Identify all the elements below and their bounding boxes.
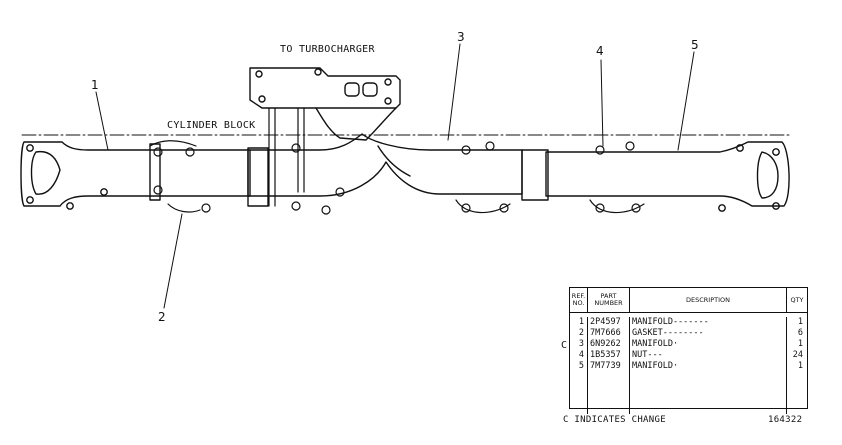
parts-table: REF. NO. PART NUMBER DESCRIPTION QTY 1 2… <box>569 287 808 414</box>
turbocharger-flange <box>249 67 401 109</box>
row-description: NUT--- <box>630 350 787 361</box>
row-part-number: 6N9262 <box>588 339 630 350</box>
table-row: 5 7M7739 MANIFOLD· 1 <box>570 361 807 372</box>
left-manifold <box>20 141 251 210</box>
center-manifold <box>247 133 523 197</box>
table-row: 1 2P4597 MANIFOLD------- 1 <box>570 317 807 328</box>
row-part-number: 2P4597 <box>588 317 630 328</box>
table-row: 4 1B5357 NUT--- 24 <box>570 350 807 361</box>
callout-5: 5 <box>691 38 699 52</box>
header-part-number: PART NUMBER <box>588 288 630 312</box>
change-marker: C <box>561 340 568 351</box>
table-empty-space <box>570 372 807 414</box>
row-description: MANIFOLD------- <box>630 317 787 328</box>
row-ref: 5 <box>570 361 588 372</box>
header-description: DESCRIPTION <box>630 288 787 312</box>
parts-table-header: REF. NO. PART NUMBER DESCRIPTION QTY <box>570 288 807 313</box>
row-part-number: 1B5357 <box>588 350 630 361</box>
change-note: C INDICATES CHANGE <box>563 415 666 425</box>
cylinder-block-label: CYLINDER BLOCK <box>167 120 256 131</box>
header-qty: QTY <box>790 295 804 304</box>
row-qty: 1 <box>797 317 803 327</box>
row-ref: 1 <box>570 317 588 328</box>
row-description: GASKET-------- <box>630 328 787 339</box>
row-qty: 6 <box>797 328 803 338</box>
leader-lines <box>95 43 695 309</box>
row-ref: 4 <box>570 350 588 361</box>
callout-2: 2 <box>158 310 166 324</box>
right-manifold <box>545 141 790 212</box>
row-ref: 2 <box>570 328 588 339</box>
row-description: MANIFOLD· <box>630 361 787 372</box>
table-row: 3 6N9262 MANIFOLD· 1 <box>570 339 807 350</box>
row-qty: 24 <box>792 350 803 360</box>
row-ref: 3 <box>570 339 588 350</box>
row-description: MANIFOLD· <box>630 339 787 350</box>
callout-4: 4 <box>596 44 604 58</box>
row-part-number: 7M7666 <box>588 328 630 339</box>
figure-number: 164322 <box>768 415 803 425</box>
row-part-number: 7M7739 <box>588 361 630 372</box>
port-flanges <box>149 140 645 215</box>
riser-neck <box>315 107 397 141</box>
callout-3: 3 <box>457 30 465 44</box>
turbocharger-label: TO TURBOCHARGER <box>280 44 375 55</box>
header-ref: REF. NO. <box>570 288 588 312</box>
row-qty: 1 <box>797 361 803 371</box>
bracket <box>268 107 305 207</box>
callout-1: 1 <box>91 78 99 92</box>
table-row: 2 7M7666 GASKET-------- 6 <box>570 328 807 339</box>
row-qty: 1 <box>797 339 803 349</box>
